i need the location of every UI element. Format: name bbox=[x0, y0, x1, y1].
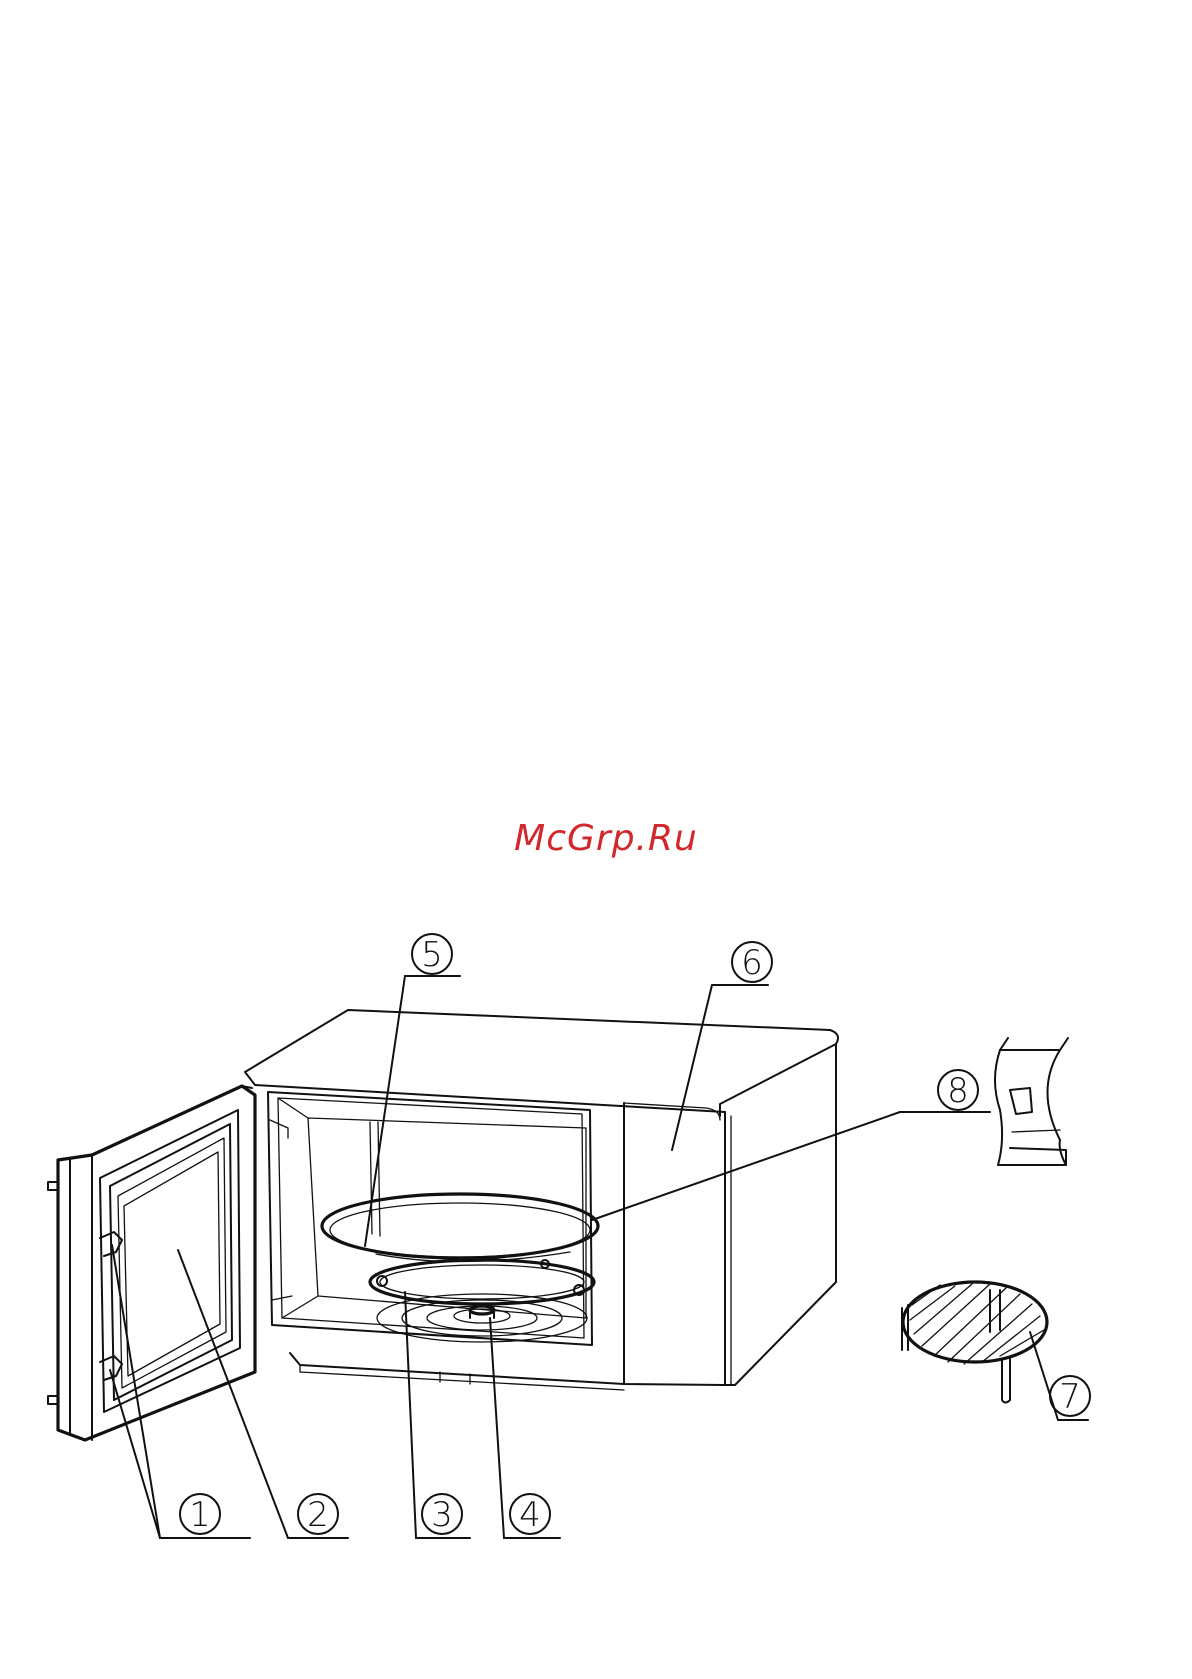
turntable-coupler bbox=[377, 1294, 587, 1342]
callout-8: 8 bbox=[938, 1070, 978, 1111]
callout-8-label: 8 bbox=[947, 1071, 969, 1111]
leader-lines bbox=[110, 976, 1088, 1538]
oven-door bbox=[48, 1086, 255, 1440]
grill-rack bbox=[902, 1282, 1047, 1403]
callout-5: 5 bbox=[412, 934, 452, 975]
callout-7-label: 7 bbox=[1059, 1377, 1081, 1417]
callout-6: 6 bbox=[732, 942, 772, 983]
glass-turntable bbox=[322, 1194, 598, 1262]
waveguide-cover-detail bbox=[995, 1038, 1068, 1165]
callout-4-label: 4 bbox=[519, 1495, 541, 1535]
callout-5-label: 5 bbox=[421, 935, 443, 975]
callout-6-label: 6 bbox=[741, 943, 763, 983]
callout-4: 4 bbox=[510, 1494, 550, 1535]
callout-3: 3 bbox=[422, 1494, 462, 1535]
callout-2-label: 2 bbox=[307, 1495, 329, 1535]
callout-2: 2 bbox=[298, 1494, 338, 1535]
roller-ring bbox=[370, 1260, 594, 1304]
callout-1-label: 1 bbox=[189, 1495, 211, 1535]
callout-1: 1 bbox=[180, 1494, 220, 1535]
callout-7: 7 bbox=[1050, 1376, 1090, 1417]
callout-3-label: 3 bbox=[431, 1495, 453, 1535]
